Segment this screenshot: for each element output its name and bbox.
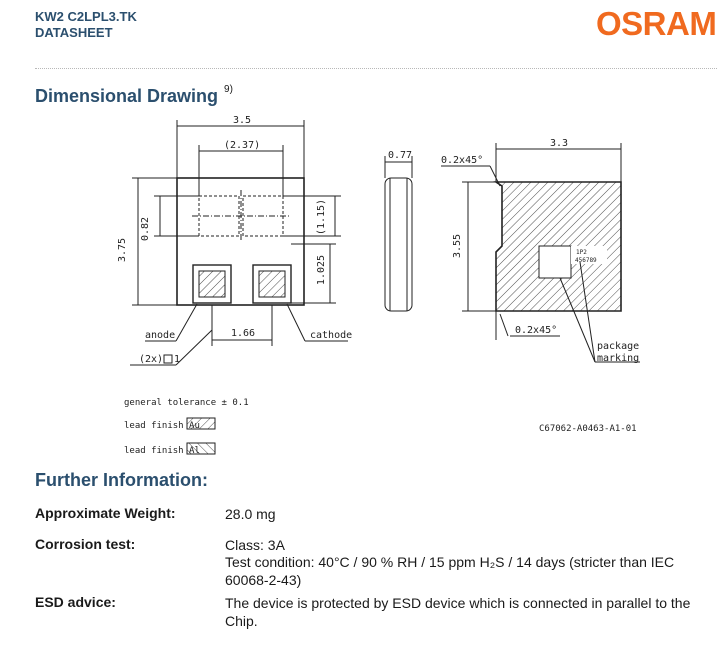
label-package: package — [597, 341, 639, 352]
dim-chamfer-bottom: 0.2x45° — [515, 325, 557, 336]
corrosion-label: Corrosion test: — [35, 536, 136, 552]
side-view — [384, 156, 413, 312]
dim-height-left: 3.75 — [117, 238, 128, 262]
au-swatch — [186, 417, 216, 430]
further-information-heading: Further Information: — [35, 470, 208, 490]
dimensional-drawing-title: Dimensional Drawing — [35, 86, 219, 106]
dimensional-drawing-heading: Dimensional Drawing 9) — [35, 84, 233, 107]
esd-text-line-2: Chip. — [225, 613, 258, 629]
dimensional-drawing: 3.5 (2.37) 3.75 0.82 (1.15) 1.025 1.66 0… — [117, 115, 640, 456]
dim-pitch: 1.66 — [231, 328, 255, 339]
dim-side-thickness: 0.77 — [388, 150, 412, 161]
dim-back-height: 3.55 — [452, 234, 463, 258]
dim-pad-height: 0.82 — [140, 217, 151, 241]
label-cathode: cathode — [310, 330, 352, 341]
corrosion-standard: 60068-2-43) — [225, 572, 302, 588]
corrosion-class: Class: 3A — [225, 537, 285, 553]
note-finish-al: lead finish Al — [124, 446, 200, 456]
mark-line-2: 456789 — [575, 257, 597, 264]
note-finish-au: lead finish Au — [124, 421, 200, 431]
back-view — [441, 143, 640, 363]
brand-logo: OSRAM — [596, 5, 717, 42]
drawing-number: C67062-A0463-A1-01 — [539, 424, 637, 434]
dim-ref-1025: 1.025 — [316, 255, 327, 285]
dim-ref-115: (1.15) — [316, 199, 327, 235]
label-anode: anode — [145, 330, 175, 341]
mark-line-1: 1P2 — [576, 249, 587, 256]
footnote-marker: 9) — [224, 84, 233, 95]
front-view — [130, 120, 348, 366]
label-count: (2x) — [139, 354, 163, 365]
product-name: KW2 C2LPL3.TK — [35, 9, 137, 24]
al-swatch — [186, 442, 216, 455]
dim-width-top: 3.5 — [233, 115, 251, 126]
weight-value: 28.0 mg — [225, 506, 276, 522]
esd-text-line-1: The device is protected by ESD device wh… — [225, 595, 691, 611]
corrosion-condition: Test condition: 40°C / 90 % RH / 15 ppm … — [225, 554, 675, 570]
label-marking: marking — [597, 353, 639, 364]
dim-pad-span: (2.37) — [224, 140, 260, 151]
header-divider — [35, 68, 717, 69]
document-type: DATASHEET — [35, 25, 113, 40]
dim-chamfer-top: 0.2x45° — [441, 155, 483, 166]
label-count-suffix: 1 — [174, 354, 180, 365]
dim-back-width: 3.3 — [550, 138, 568, 149]
weight-label: Approximate Weight: — [35, 505, 176, 521]
note-tolerance: general tolerance ± 0.1 — [124, 398, 249, 408]
esd-label: ESD advice: — [35, 594, 116, 610]
